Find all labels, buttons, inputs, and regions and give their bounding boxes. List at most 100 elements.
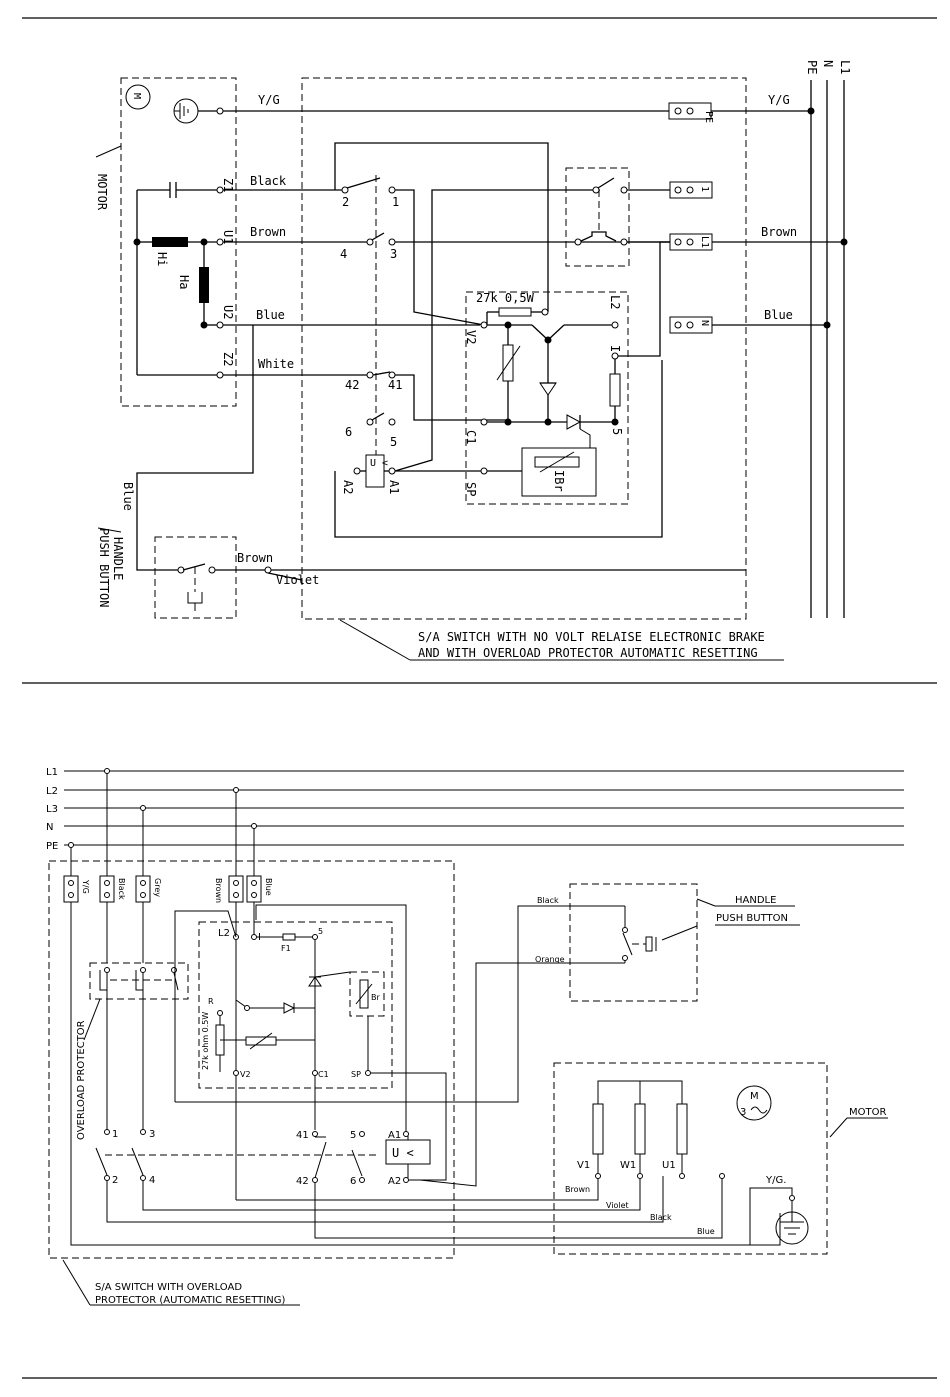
svg-text:V1: V1 <box>577 1160 590 1171</box>
svg-text:R: R <box>208 997 214 1006</box>
resistor-label: 27k 0,5W <box>476 291 535 305</box>
supply-n: N <box>821 60 835 67</box>
line-n: N <box>46 822 53 833</box>
overload-box-2 <box>89 962 189 1000</box>
svg-text:PE: PE <box>703 111 714 123</box>
svg-text:F1: F1 <box>281 944 291 953</box>
plug-1 <box>669 181 713 199</box>
caption-2-line1: S/A SWITCH WITH OVERLOAD <box>95 1282 242 1293</box>
svg-text:V2: V2 <box>464 330 478 344</box>
brown-handle-label: Brown <box>237 551 273 565</box>
motor-box-2 <box>553 1062 828 1255</box>
push-button-label-2: PUSH BUTTON <box>716 913 788 924</box>
svg-text:U <: U < <box>370 458 388 469</box>
svg-text:Blue: Blue <box>264 878 273 896</box>
three-phase-diagram: L1 L2 L3 N PE Y/G Black Grey Brown Blue <box>46 767 904 1306</box>
push-button-label: PUSH BUTTON <box>97 528 111 607</box>
svg-text:Z1: Z1 <box>221 178 235 192</box>
svg-text:3: 3 <box>149 1129 155 1140</box>
blue-supply-label: Blue <box>764 308 793 322</box>
svg-text:Hi: Hi <box>155 252 169 266</box>
winding-v1 <box>592 1103 604 1155</box>
line-l2: L2 <box>46 786 58 797</box>
svg-text:Violet: Violet <box>606 1201 629 1210</box>
svg-text:6: 6 <box>350 1176 356 1187</box>
svg-text:U1: U1 <box>221 230 235 244</box>
handle-label-2: HANDLE <box>735 895 776 906</box>
svg-text:N: N <box>699 320 710 326</box>
single-phase-diagram: M MOTOR Y/G PE Y/G PE N L1 <box>95 60 852 661</box>
yg-wire-label: Y/G <box>258 93 280 107</box>
svg-text:Brown: Brown <box>565 1185 590 1194</box>
svg-text:41: 41 <box>388 378 402 392</box>
line-pe: PE <box>46 841 58 852</box>
blue-wire-label: Blue <box>256 308 285 322</box>
winding-ha <box>199 267 209 303</box>
svg-text:A2: A2 <box>388 1176 401 1187</box>
ground-icon-2 <box>775 1201 809 1245</box>
overload-box <box>565 167 630 267</box>
svg-text:42: 42 <box>345 378 359 392</box>
svg-text:6: 6 <box>345 425 352 439</box>
violet-wire-label: Violet <box>276 573 319 587</box>
svg-text:4: 4 <box>340 247 347 261</box>
svg-text:I: I <box>608 345 622 352</box>
svg-text:Z2: Z2 <box>221 352 235 366</box>
svg-text:U1: U1 <box>662 1160 676 1171</box>
svg-text:5: 5 <box>350 1130 356 1141</box>
svg-text:27k ohm 0.5W: 27k ohm 0.5W <box>201 1012 210 1070</box>
svg-text:Grey: Grey <box>153 878 162 897</box>
svg-text:A1: A1 <box>388 1130 401 1141</box>
svg-text:Black: Black <box>117 878 126 900</box>
svg-text:4: 4 <box>149 1175 155 1186</box>
yg-wire-label-right: Y/G <box>768 93 790 107</box>
ground-icon <box>173 98 199 124</box>
svg-text:Black: Black <box>650 1213 672 1222</box>
svg-text:Orange: Orange <box>535 955 565 964</box>
winding-w1 <box>634 1103 646 1155</box>
winding-hi <box>152 237 188 247</box>
svg-text:A1: A1 <box>387 480 401 494</box>
svg-text:C1: C1 <box>318 1070 329 1079</box>
svg-text:3: 3 <box>390 247 397 261</box>
svg-text:Br: Br <box>371 993 380 1002</box>
svg-text:42: 42 <box>296 1176 309 1187</box>
winding-u1 <box>676 1103 688 1155</box>
handle-button-box <box>154 536 237 619</box>
svg-text:W1: W1 <box>620 1160 636 1171</box>
svg-text:5: 5 <box>390 435 397 449</box>
svg-text:SP: SP <box>464 482 478 496</box>
resistor <box>498 307 532 317</box>
svg-text:SP: SP <box>351 1070 361 1079</box>
svg-text:41: 41 <box>296 1130 309 1141</box>
svg-text:Brown: Brown <box>214 878 223 903</box>
brake-module-2 <box>198 921 393 1089</box>
svg-text:L2: L2 <box>218 928 230 939</box>
svg-text:1: 1 <box>112 1129 118 1140</box>
svg-text:2: 2 <box>112 1175 118 1186</box>
handle-button-box-2 <box>569 883 698 1002</box>
svg-text:Ha: Ha <box>177 275 191 289</box>
svg-text:L1: L1 <box>699 236 710 248</box>
ibr-label: IBr <box>552 470 566 492</box>
svg-text:2: 2 <box>342 195 349 209</box>
svg-text:Blue: Blue <box>697 1227 715 1236</box>
motor-symbol-label: M <box>131 93 142 99</box>
svg-text:5: 5 <box>610 428 624 435</box>
white-wire-label: White <box>258 357 294 371</box>
yg-label-2: Y/G. <box>765 1175 786 1186</box>
handle-label: HANDLE <box>111 537 125 580</box>
line-l3: L3 <box>46 804 58 815</box>
caption-1-line1: S/A SWITCH WITH NO VOLT RELAISE ELECTRON… <box>418 630 765 644</box>
ibr-box <box>521 447 597 497</box>
blue-handle-label: Blue <box>121 482 135 511</box>
overload-label: OVERLOAD PROTECTOR <box>76 1020 87 1140</box>
fuse <box>609 373 621 407</box>
brake-module <box>465 291 629 505</box>
svg-text:5: 5 <box>318 927 323 936</box>
br-box <box>349 971 385 1017</box>
svg-text:U <: U < <box>392 1146 414 1160</box>
svg-text:U2: U2 <box>221 305 235 319</box>
svg-text:1: 1 <box>392 195 399 209</box>
